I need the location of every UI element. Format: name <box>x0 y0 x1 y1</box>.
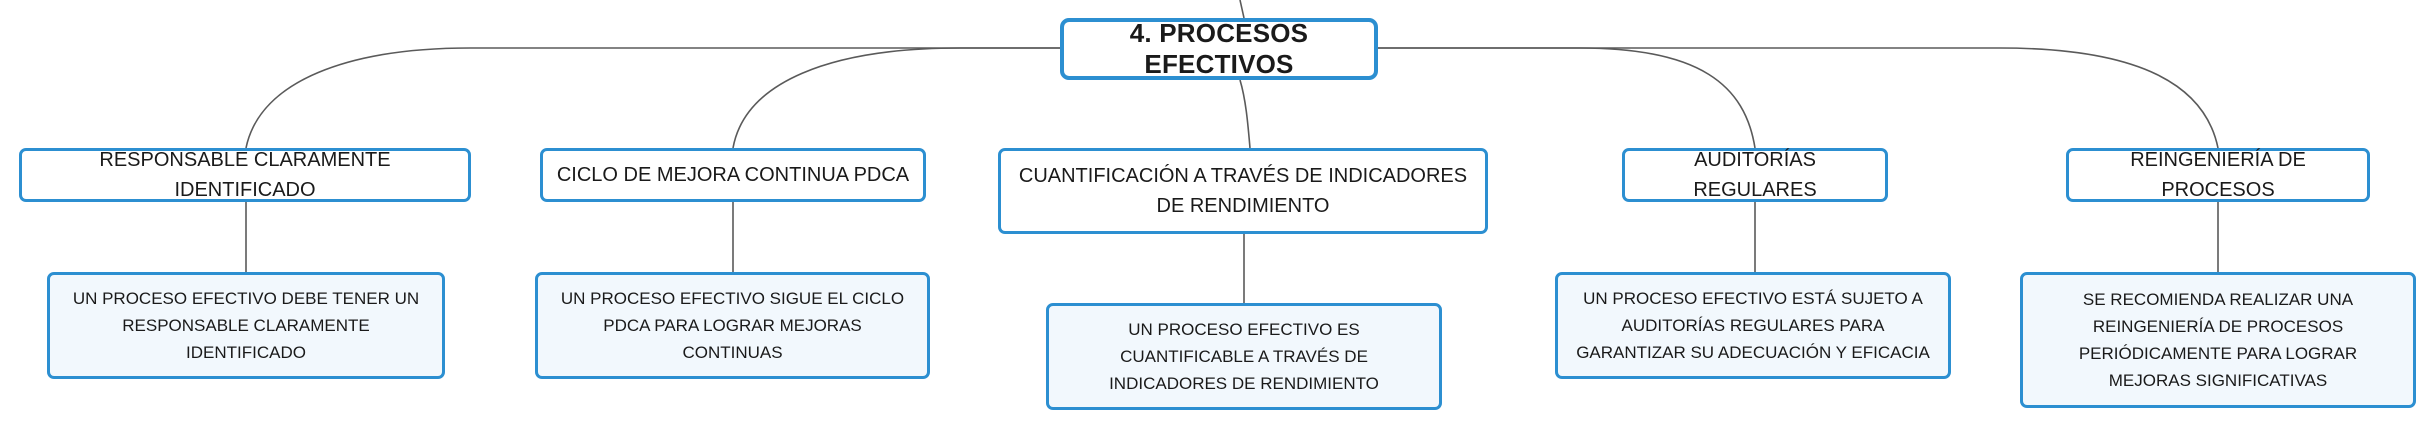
detail-node-responsable[interactable]: UN PROCESO EFECTIVO DEBE TENER UN RESPON… <box>47 272 445 379</box>
detail-text-reingenieria: SE RECOMIENDA REALIZAR UNA REINGENIERÍA … <box>2078 290 2358 390</box>
branch-label-responsable: RESPONSABLE CLARAMENTE IDENTIFICADO <box>99 149 391 201</box>
branch-node-indicadores[interactable]: CUANTIFICACIÓN A TRAVÉS DE INDICADORES D… <box>998 148 1488 234</box>
branch-node-responsable[interactable]: RESPONSABLE CLARAMENTE IDENTIFICADO <box>19 148 471 202</box>
detail-node-pdca[interactable]: UN PROCESO EFECTIVO SIGUE EL CICLO PDCA … <box>535 272 930 379</box>
connector-parent-to-root <box>1239 0 1245 19</box>
connector-root-to-branch-5 <box>1378 47 2219 149</box>
branch-node-pdca[interactable]: CICLO DE MEJORA CONTINUA PDCA <box>540 148 926 202</box>
branch-node-reingenieria[interactable]: REINGENIERÍA DE PROCESOS <box>2066 148 2370 202</box>
detail-node-reingenieria[interactable]: SE RECOMIENDA REALIZAR UNA REINGENIERÍA … <box>2020 272 2416 408</box>
branch-label-indicadores: CUANTIFICACIÓN A TRAVÉS DE INDICADORES D… <box>1018 165 1468 217</box>
detail-text-indicadores: UN PROCESO EFECTIVO ES CUANTIFICABLE A T… <box>1109 320 1379 393</box>
detail-text-pdca: UN PROCESO EFECTIVO SIGUE EL CICLO PDCA … <box>560 289 905 362</box>
detail-text-auditorias: UN PROCESO EFECTIVO ESTÁ SUJETO A AUDITO… <box>1576 289 1930 362</box>
branch-node-auditorias[interactable]: AUDITORÍAS REGULARES <box>1622 148 1888 202</box>
branch-label-pdca: CICLO DE MEJORA CONTINUA PDCA <box>556 164 910 186</box>
connector-root-to-branch-3 <box>1239 79 1251 149</box>
branch-label-reingenieria: REINGENIERÍA DE PROCESOS <box>2130 149 2306 201</box>
root-topic-node[interactable]: 4. PROCESOS EFECTIVOS <box>1060 18 1378 80</box>
branch-label-auditorias: AUDITORÍAS REGULARES <box>1693 149 1817 201</box>
detail-text-responsable: UN PROCESO EFECTIVO DEBE TENER UN RESPON… <box>72 289 420 362</box>
detail-node-auditorias[interactable]: UN PROCESO EFECTIVO ESTÁ SUJETO A AUDITO… <box>1555 272 1951 379</box>
root-topic-label: 4. PROCESOS EFECTIVOS <box>1129 18 1309 79</box>
connector-root-to-branch-2 <box>732 47 1060 149</box>
connector-root-to-branch-4 <box>1378 47 1756 149</box>
detail-node-indicadores[interactable]: UN PROCESO EFECTIVO ES CUANTIFICABLE A T… <box>1046 303 1442 410</box>
connector-root-to-branch-1 <box>245 47 1060 149</box>
